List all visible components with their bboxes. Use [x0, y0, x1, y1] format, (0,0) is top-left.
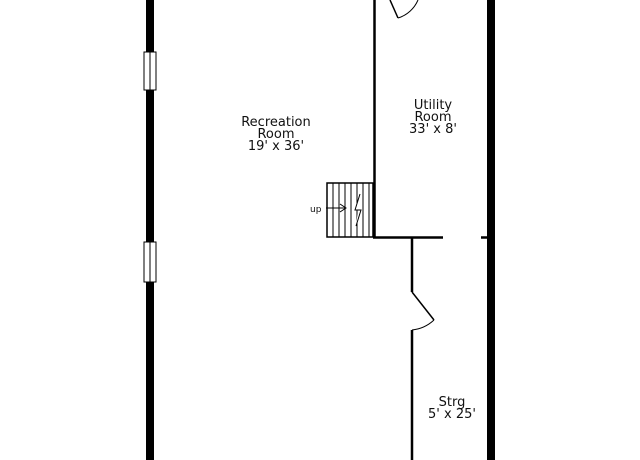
utility-door: [389, 0, 419, 19]
window-upper: [143, 51, 157, 91]
utility-room-name-line2: Room: [414, 110, 451, 125]
stairs-outline: [326, 182, 374, 238]
recreation-room-dimensions: 19' x 36': [248, 139, 304, 154]
recreation-room-label: Recreation Room 19' x 36': [241, 115, 311, 154]
storage-room-label: Strg 5' x 25': [428, 395, 476, 422]
utility-room-label: Utility Room 33' x 8': [409, 98, 457, 137]
windows: [143, 51, 157, 283]
interior-walls: [373, 0, 488, 460]
stairs: up: [310, 182, 374, 238]
stairs-up-label: up: [310, 205, 322, 215]
storage-room-dimensions: 5' x 25': [428, 407, 476, 422]
recreation-room-name-line2: Room: [257, 127, 294, 142]
exterior-walls: [146, 0, 495, 460]
recreation-room-name: Recreation: [241, 115, 311, 130]
utility-room-name: Utility: [414, 98, 453, 113]
stairs-break-line: [354, 193, 362, 227]
utility-room-dimensions: 33' x 8': [409, 122, 457, 137]
storage-door: [411, 291, 435, 331]
right-exterior-wall: [487, 0, 495, 460]
left-exterior-wall: [146, 0, 154, 460]
storage-room-name: Strg: [439, 395, 466, 410]
window-lower: [143, 241, 157, 283]
